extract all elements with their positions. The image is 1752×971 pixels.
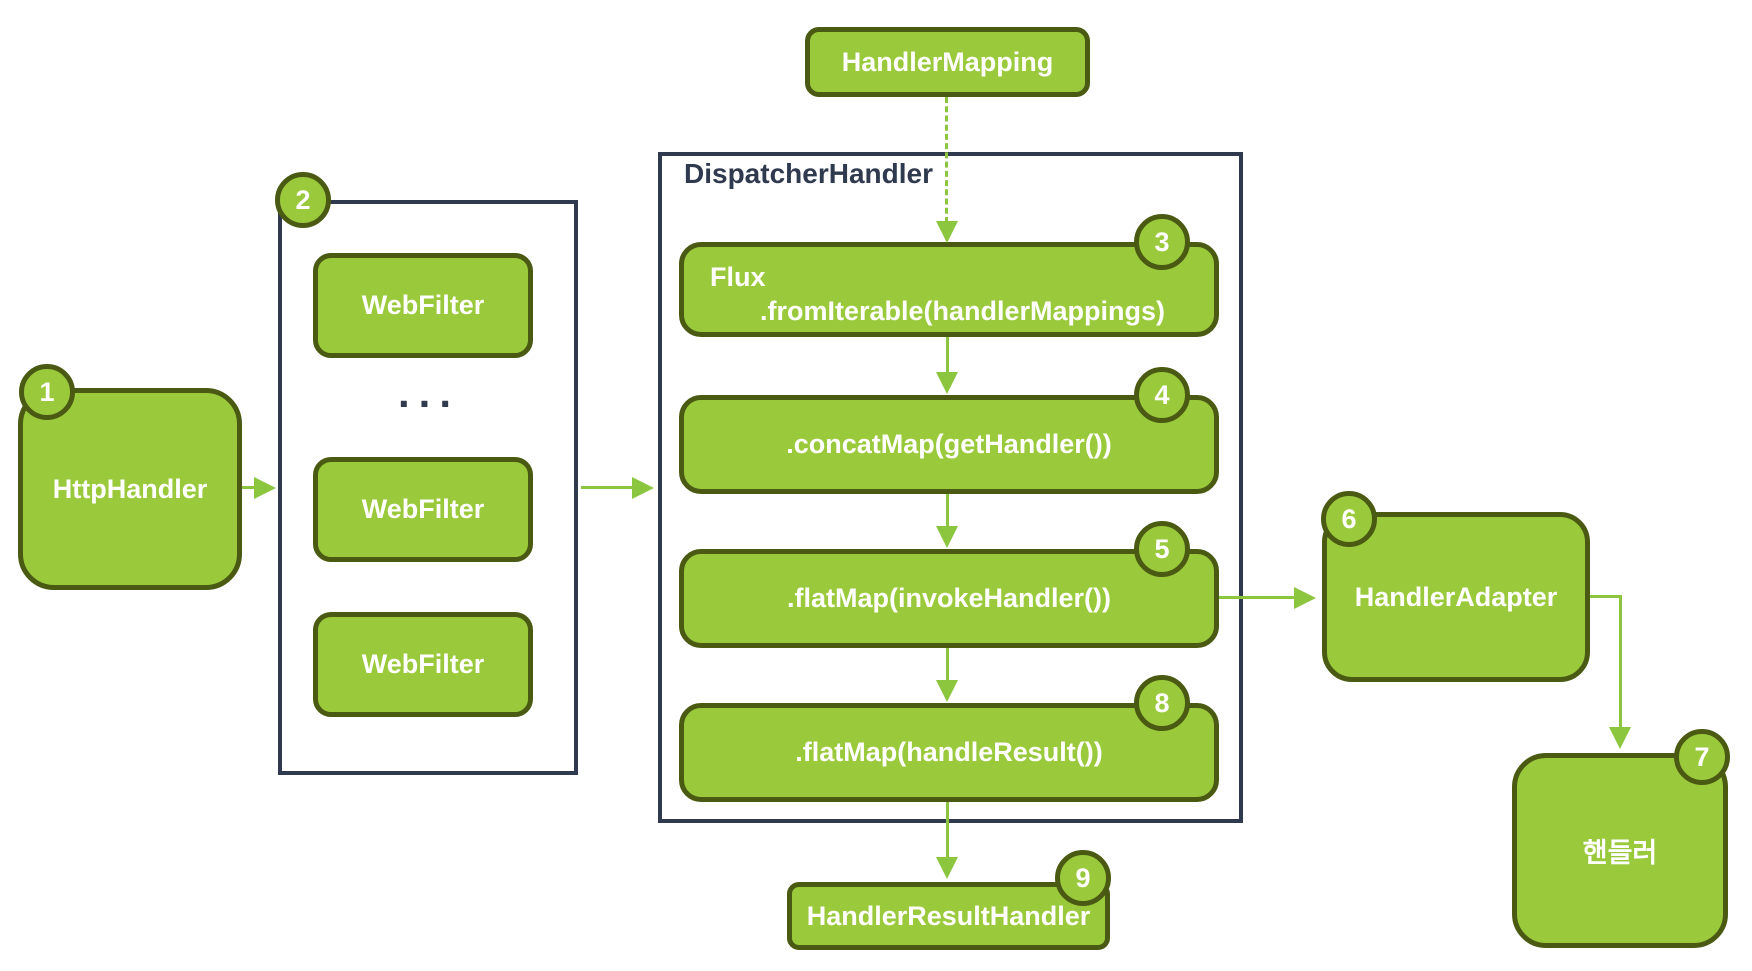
badge-step-3: 3	[1134, 214, 1190, 270]
arrow-handleradapter-to-handler-head	[1609, 727, 1631, 749]
arrow-handlermapping-to-flux-line	[945, 97, 948, 223]
node-handler-result-handler: HandlerResultHandler	[787, 882, 1110, 950]
arrow-handlermapping-to-flux-head	[936, 221, 958, 243]
arrow-handleresult-to-resulthandler-head	[936, 857, 958, 879]
arrow-invokehandler-to-handleresult-head	[936, 680, 958, 702]
node-web-filter-1-label: WebFilter	[361, 290, 485, 320]
badge-step-7: 7	[1674, 729, 1730, 785]
arrow-handleradapter-to-handler-vline	[1619, 595, 1622, 729]
node-flatmap-invokehandler-label: .flatMap(invokeHandler())	[786, 583, 1112, 613]
web-filter-ellipsis: ...	[398, 369, 461, 416]
arrow-invokehandler-to-handleradapter-head	[1294, 587, 1316, 609]
node-flux-line2: .fromIterable(handlerMappings)	[760, 296, 1166, 326]
node-web-filter-3: WebFilter	[313, 612, 533, 717]
node-handler-adapter: HandlerAdapter	[1322, 512, 1590, 682]
badge-step-9: 9	[1055, 850, 1111, 906]
node-flatmap-handleresult: .flatMap(handleResult())	[679, 703, 1219, 802]
arrow-httphandler-to-webfilter-head	[254, 477, 276, 499]
node-handler-mapping-label: HandlerMapping	[841, 46, 1054, 77]
node-flatmap-invokehandler: .flatMap(invokeHandler())	[679, 549, 1219, 648]
badge-step-8: 8	[1134, 675, 1190, 731]
badge-step-1: 1	[19, 364, 75, 420]
node-http-handler: HttpHandler	[18, 388, 242, 590]
node-handler-adapter-label: HandlerAdapter	[1354, 581, 1558, 612]
node-web-filter-2: WebFilter	[313, 457, 533, 562]
arrow-concatmap-to-invokehandler-line	[946, 494, 949, 528]
badge-step-5: 5	[1134, 521, 1190, 577]
arrow-webfilter-to-dispatcher-head	[632, 477, 654, 499]
arrow-webfilter-to-dispatcher-line	[581, 486, 634, 489]
arrow-handleresult-to-resulthandler-line	[946, 802, 949, 859]
node-handler-kr-label: 핸들러	[1582, 838, 1658, 868]
arrow-invokehandler-to-handleresult-line	[946, 648, 949, 682]
arrow-httphandler-to-webfilter-line	[242, 486, 256, 489]
node-flux-line1: Flux	[710, 262, 766, 292]
node-concatmap: .concatMap(getHandler())	[679, 395, 1219, 494]
badge-step-6: 6	[1321, 491, 1377, 547]
dispatcher-handler-container	[658, 152, 1243, 823]
node-handler-kr: 핸들러	[1512, 753, 1728, 948]
badge-step-2: 2	[275, 172, 331, 228]
arrow-flux-to-concatmap-head	[936, 372, 958, 394]
node-web-filter-1: WebFilter	[313, 253, 533, 358]
node-flux-fromiterable: Flux .fromIterable(handlerMappings)	[679, 242, 1219, 337]
node-http-handler-label: HttpHandler	[52, 473, 208, 504]
node-handler-result-handler-label: HandlerResultHandler	[806, 900, 1091, 931]
node-concatmap-label: .concatMap(getHandler())	[786, 429, 1112, 459]
web-filter-container	[278, 200, 578, 775]
arrow-concatmap-to-invokehandler-head	[936, 526, 958, 548]
arrow-flux-to-concatmap-line	[946, 337, 949, 374]
badge-step-4: 4	[1134, 367, 1190, 423]
arrow-handleradapter-to-handler-hline	[1590, 595, 1622, 598]
node-handler-mapping: HandlerMapping	[805, 27, 1090, 97]
node-flatmap-handleresult-label: .flatMap(handleResult())	[795, 737, 1103, 767]
node-web-filter-3-label: WebFilter	[361, 649, 485, 679]
dispatcher-handler-title: DispatcherHandler	[684, 158, 933, 189]
node-web-filter-2-label: WebFilter	[361, 494, 485, 524]
arrow-invokehandler-to-handleradapter-line	[1219, 596, 1296, 599]
